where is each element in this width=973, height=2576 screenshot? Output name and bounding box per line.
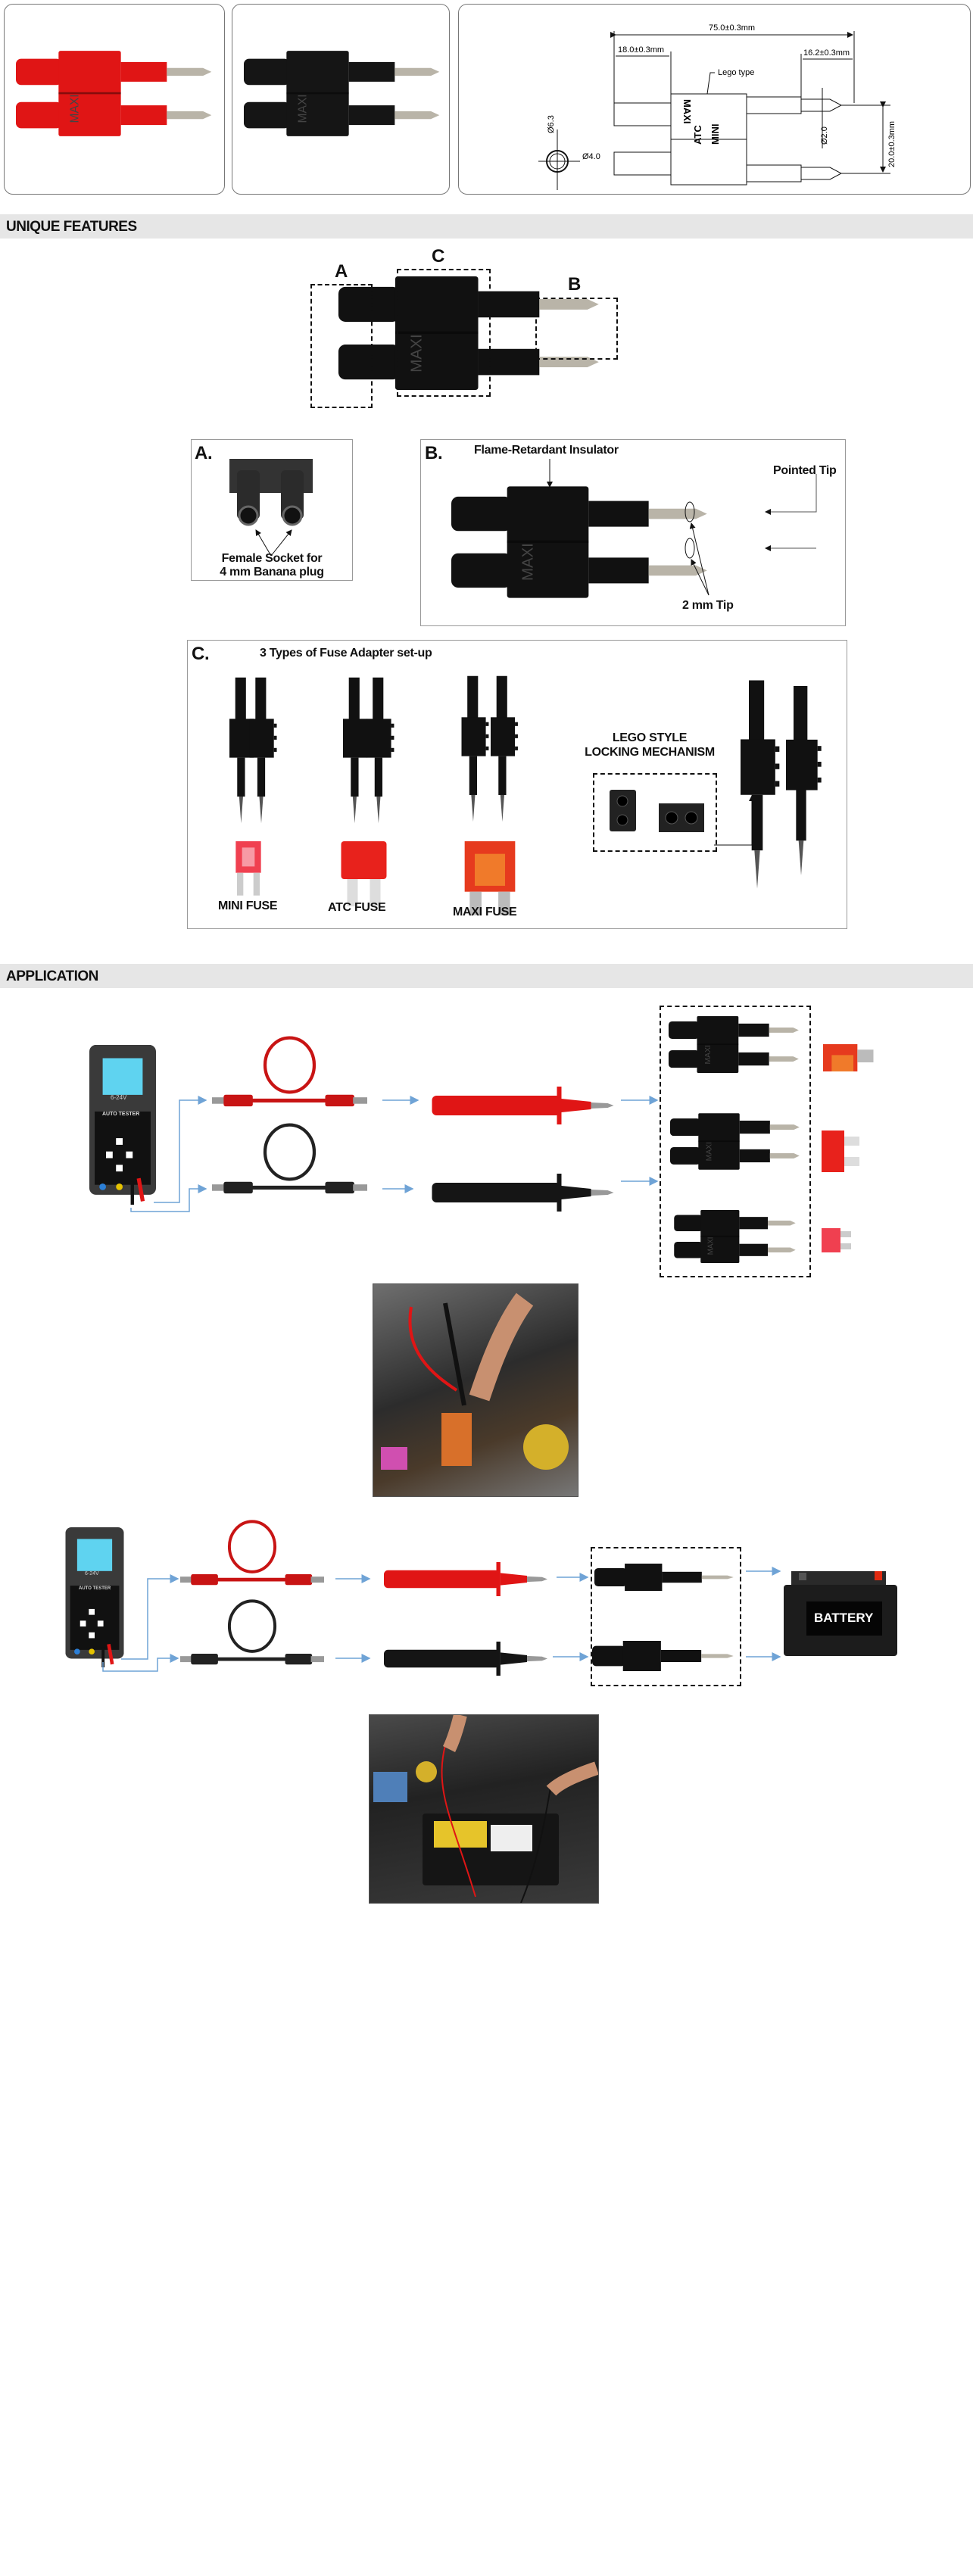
feature-overview: A C B <box>303 246 636 409</box>
socket-caption-line1: Female Socket for <box>221 552 323 565</box>
car-battery: BATTERY <box>784 1571 897 1656</box>
callout-c: C <box>432 246 445 267</box>
section-bar-unique-features: UNIQUE FEATURES <box>0 214 973 239</box>
single-adapter-red-side <box>594 1564 734 1591</box>
callout-box-b <box>535 298 618 360</box>
connection-arrows <box>102 1567 781 1672</box>
tester-range: 6-24V <box>85 1571 99 1576</box>
mini-fuse-icon <box>229 841 267 898</box>
maxi-fuse-icon <box>823 1044 874 1071</box>
application-diagram-fuse: 6-24V AUTO TESTER <box>0 1000 973 1280</box>
locked-adapter-right <box>786 682 824 879</box>
overall-length-dim: 75.0±0.3mm <box>709 23 755 33</box>
callout-a: A <box>335 261 348 282</box>
mini-setup-adapter <box>670 1210 800 1263</box>
connection-arrows <box>130 1096 659 1212</box>
feature-a-box: A. Female Socket for 4 mm Banana plug <box>191 439 353 581</box>
section-title: UNIQUE FEATURES <box>6 219 137 235</box>
atc-adapter-pair <box>343 677 395 824</box>
battery-label: BATTERY <box>814 1611 874 1625</box>
callout-b: B <box>568 274 582 295</box>
atc-fuse-icon <box>822 1131 859 1172</box>
application-diagram-battery: 6-24V AUTO TESTER BATTERY <box>0 1511 973 1692</box>
atc-fuse-label: ATC FUSE <box>328 901 386 914</box>
red-adapter-image <box>16 50 213 137</box>
dimension-drawing-panel: 75.0±0.3mm 18.0±0.3mm 16.2±0.3mm Lego ty… <box>458 4 971 195</box>
socket-length-dim: 18.0±0.3mm <box>618 45 664 55</box>
adapter-box <box>591 1547 741 1686</box>
maxi-adapter-pair <box>461 675 518 822</box>
feature-a-letter: A. <box>195 443 213 463</box>
lego-type-label: Lego type <box>718 68 754 77</box>
feature-b-box: B. Flame-Retardant Insulator Pointed Tip… <box>420 439 846 626</box>
atc-setup-adapter <box>670 1113 800 1170</box>
socket-caption-line2: 4 mm Banana plug <box>220 566 324 579</box>
tip-diameter-dim: Ø2.0 <box>820 126 829 145</box>
mini-fuse-label: MINI FUSE <box>218 900 278 912</box>
section-title: APPLICATION <box>6 968 98 984</box>
atc-fuse-icon <box>339 841 388 909</box>
insulator-label: Flame-Retardant Insulator <box>474 444 619 457</box>
feature-c-box: C. 3 Types of Fuse Adapter set-up MINI F… <box>187 640 847 929</box>
tester-range: 6-24V <box>111 1094 127 1101</box>
fuse-setup-title: 3 Types of Fuse Adapter set-up <box>260 647 432 660</box>
inner-diameter-dim: Ø4.0 <box>582 152 600 161</box>
adapter-options-box <box>660 1006 811 1277</box>
fuse-testing-photo <box>373 1283 578 1497</box>
mini-fuse-icon <box>822 1228 851 1252</box>
callout-box-c <box>397 269 491 397</box>
maxi-fuse-label: MAXI FUSE <box>453 906 517 918</box>
mark-mini: MINI <box>709 124 721 145</box>
pointed-tip-label: Pointed Tip <box>773 464 837 477</box>
lego-style-label: LEGO STYLE <box>612 731 688 744</box>
mini-adapter-pair <box>229 677 277 824</box>
black-adapter-panel <box>232 4 450 195</box>
pitch-dim: 20.0±0.3mm <box>887 121 897 167</box>
battery-testing-photo <box>369 1714 599 1904</box>
dimension-drawing: 75.0±0.3mm 18.0±0.3mm 16.2±0.3mm Lego ty… <box>538 23 897 190</box>
outer-diameter-dim: Ø6.3 <box>547 115 556 133</box>
mark-maxi: MAXI <box>681 99 693 124</box>
lego-mechanism-box <box>593 773 717 852</box>
black-adapter-image <box>244 50 441 137</box>
feature-c-letter: C. <box>192 644 210 664</box>
callout-box-a <box>310 284 373 408</box>
tip-length-dim: 16.2±0.3mm <box>803 48 850 58</box>
red-adapter-panel <box>4 4 225 195</box>
socket-end-image <box>229 459 313 526</box>
feature-b-letter: B. <box>425 443 443 463</box>
mark-atc: ATC <box>692 125 703 145</box>
section-bar-application: APPLICATION <box>0 964 973 988</box>
tester-label: AUTO TESTER <box>102 1112 140 1117</box>
maxi-setup-adapter <box>668 1016 800 1073</box>
tip-size-label: 2 mm Tip <box>682 599 734 612</box>
single-adapter-black-side <box>592 1641 734 1671</box>
locking-mechanism-label: LOCKING MECHANISM <box>585 746 715 759</box>
tester-label: AUTO TESTER <box>79 1586 111 1591</box>
locked-adapter-left <box>741 678 782 890</box>
